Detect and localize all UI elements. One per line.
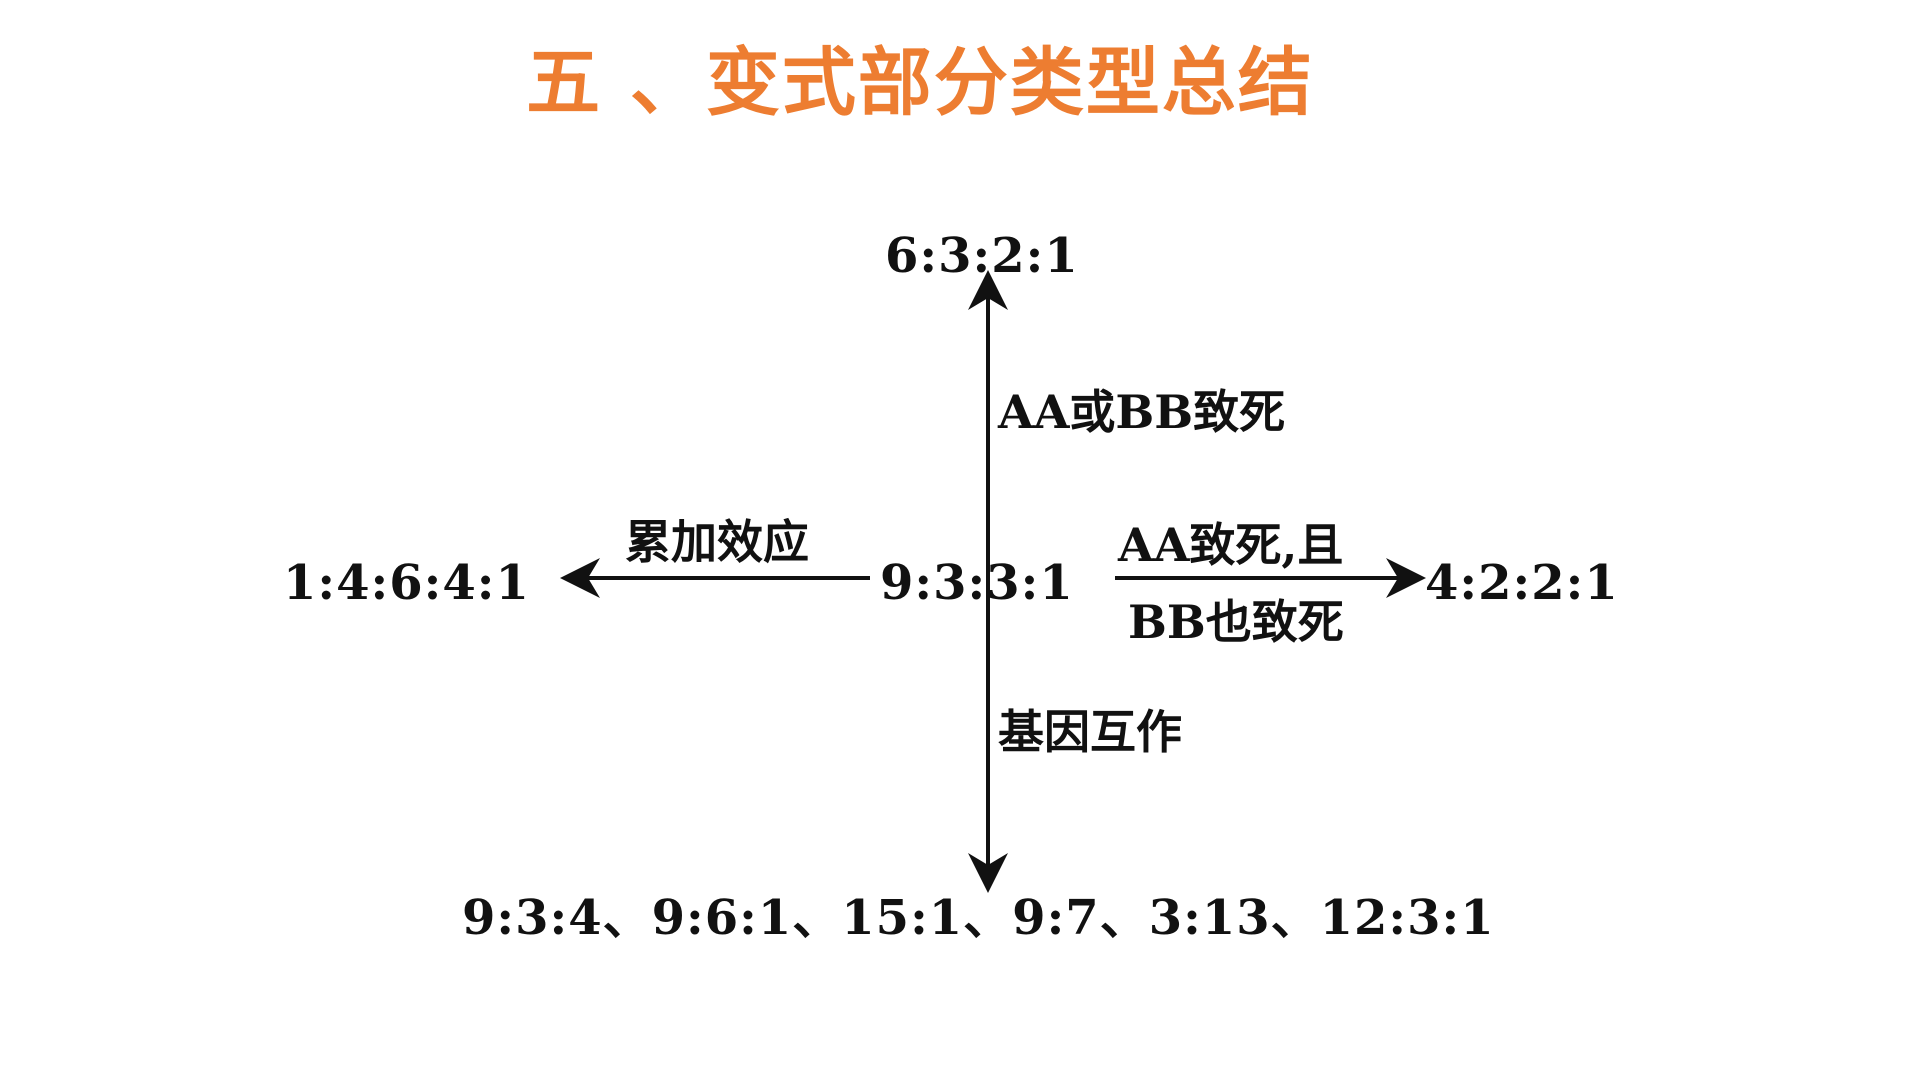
- ratio-bottom-list: 9:3:4、9:6:1、15:1、9:7、3:13、12:3:1: [462, 890, 1495, 946]
- label-gene-interaction: 基因互作: [998, 705, 1182, 759]
- ratio-right: 4:2:2:1: [1425, 555, 1619, 611]
- ratio-left: 1:4:6:4:1: [283, 555, 530, 611]
- label-lethal-aa-or-bb: AA或BB致死: [998, 385, 1286, 439]
- label-aa-lethal: AA致死,且: [1118, 518, 1344, 572]
- label-additive-effect: 累加效应: [625, 515, 809, 569]
- ratio-top: 6:3:2:1: [885, 228, 1079, 284]
- label-bb-lethal: BB也致死: [1128, 595, 1344, 649]
- slide-title: 五 、变式部分类型总结: [526, 40, 1314, 126]
- ratio-center: 9:3:3:1: [880, 555, 1074, 611]
